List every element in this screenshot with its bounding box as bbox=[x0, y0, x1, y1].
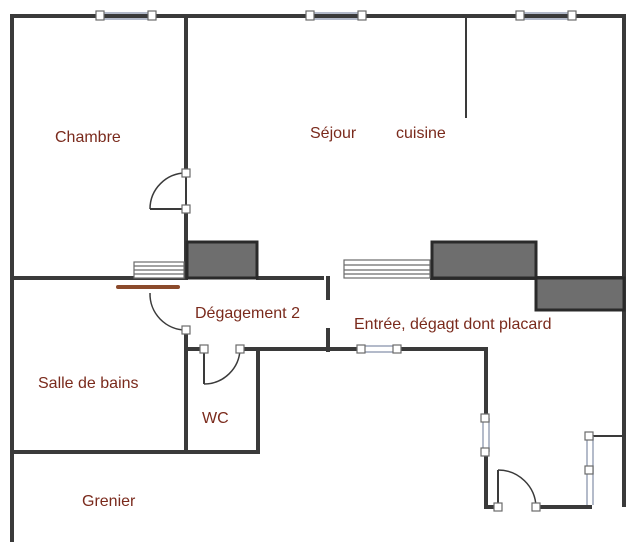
doors bbox=[149, 168, 541, 512]
room-label-wc: WC bbox=[202, 410, 229, 427]
room-label-sejour: Séjour bbox=[310, 125, 357, 142]
placard-cabinet-left bbox=[185, 240, 259, 280]
room-label-grenier: Grenier bbox=[82, 493, 136, 510]
room-label-chambre: Chambre bbox=[55, 129, 121, 146]
placard-cabinet-right bbox=[534, 276, 626, 312]
cabinets bbox=[185, 240, 626, 312]
placard-cabinet-center bbox=[430, 240, 538, 280]
windows bbox=[95, 10, 594, 505]
room-label-salle-de-bains: Salle de bains bbox=[38, 375, 139, 392]
room-label-degagement: Dégagement 2 bbox=[195, 305, 300, 322]
room-labels: Chambre Séjour cuisine Dégagement 2 Entr… bbox=[38, 125, 551, 510]
room-label-cuisine: cuisine bbox=[396, 125, 446, 142]
radiators bbox=[133, 259, 431, 279]
room-label-entree: Entrée, dégagt dont placard bbox=[354, 316, 551, 333]
